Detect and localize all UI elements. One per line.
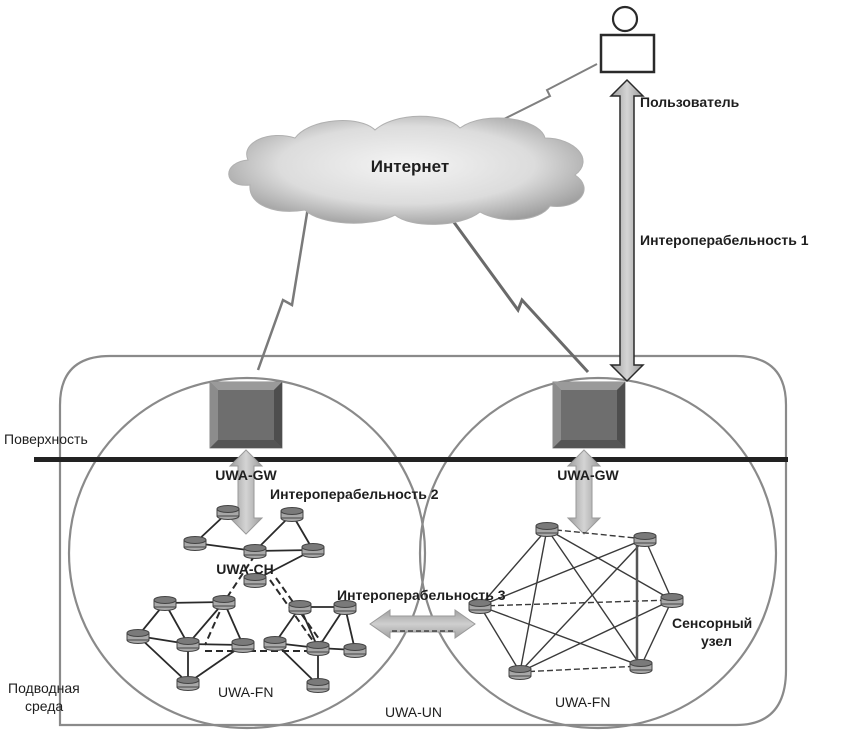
gw-right-label: UWA-GW bbox=[557, 467, 619, 483]
sensor-node-icon bbox=[288, 600, 312, 615]
gw-left-label: UWA-GW bbox=[215, 467, 277, 483]
sensor-node-icon bbox=[216, 505, 240, 520]
interop2-arrow bbox=[228, 449, 264, 535]
interop2-label: Интероперабельность 2 bbox=[270, 486, 439, 502]
sensor-node-icon bbox=[280, 507, 304, 522]
gw-right-arrow bbox=[566, 449, 602, 535]
gateway-right bbox=[552, 381, 626, 449]
sensor-node-icon bbox=[343, 643, 367, 658]
sensor-node-icon bbox=[306, 641, 330, 656]
fn-left-circle bbox=[67, 376, 427, 730]
sensor-node-icon bbox=[212, 595, 236, 610]
sensor-node-icon bbox=[333, 600, 357, 615]
sensor-node-icon bbox=[629, 659, 653, 674]
sensor-node-icon bbox=[231, 638, 255, 653]
sensor-node-icon bbox=[660, 593, 684, 608]
right-network-dashed-edges bbox=[479, 528, 673, 673]
fn-right-label: UWA-FN bbox=[555, 694, 610, 710]
sensor-node-icon bbox=[243, 544, 267, 559]
un-label: UWA-UN bbox=[385, 704, 442, 720]
interop1-arrow bbox=[609, 78, 645, 383]
underwater-label-2: среда bbox=[25, 698, 63, 714]
sensor-node-icon bbox=[243, 573, 267, 588]
uwa-un-boundary bbox=[58, 354, 788, 727]
sensor-node-icon bbox=[306, 678, 330, 693]
wireless-link-right bbox=[443, 209, 590, 374]
sensor-node-icon bbox=[176, 676, 200, 691]
user-icon bbox=[599, 5, 656, 74]
wireless-link-user bbox=[489, 63, 598, 127]
cloud-icon bbox=[228, 115, 585, 225]
sensor-node-icon bbox=[176, 637, 200, 652]
sensor-node-icon bbox=[535, 522, 559, 537]
interop3-arrow bbox=[369, 609, 476, 639]
fn-right-circle bbox=[418, 376, 778, 730]
surface-line bbox=[34, 457, 788, 462]
gateway-left bbox=[209, 381, 283, 449]
underwater-label-1: Подводная bbox=[8, 680, 80, 696]
sensor-label-1: Сенсорный bbox=[672, 615, 752, 631]
sensor-node-icon bbox=[126, 629, 150, 644]
sensor-label-2: узел bbox=[701, 633, 732, 649]
sensor-node-icon bbox=[263, 636, 287, 651]
interop1-label: Интероперабельность 1 bbox=[640, 232, 809, 248]
ch-label: UWA-CH bbox=[216, 561, 274, 577]
sensor-node-icon bbox=[468, 599, 492, 614]
wireless-link-left bbox=[256, 194, 312, 371]
left-network-dashed-edges bbox=[204, 554, 325, 652]
sensor-node-icon bbox=[183, 536, 207, 551]
surface-label: Поверхность bbox=[4, 431, 88, 447]
right-network-edges bbox=[479, 528, 673, 673]
sensor-node-icon bbox=[508, 665, 532, 680]
user-label: Пользователь bbox=[640, 94, 740, 110]
sensor-node-icon bbox=[301, 543, 325, 558]
sensor-nodes bbox=[126, 505, 684, 693]
sensor-node-icon bbox=[633, 532, 657, 547]
interop3-label: Интероперабельность 3 bbox=[337, 587, 506, 603]
internet-label: Интернет bbox=[371, 157, 449, 176]
fn-left-label: UWA-FN bbox=[218, 684, 273, 700]
sensor-node-icon bbox=[153, 596, 177, 611]
